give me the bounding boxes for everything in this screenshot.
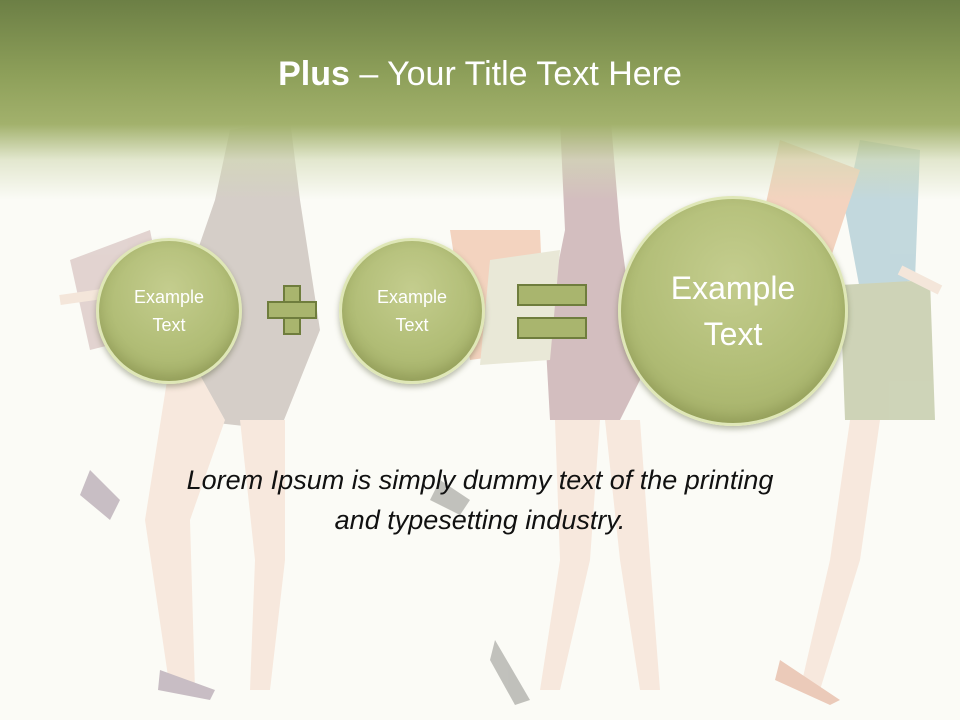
body-text-line-1: Lorem Ipsum is simply dummy text of the … — [186, 465, 774, 495]
body-text[interactable]: Lorem Ipsum is simply dummy text of the … — [100, 460, 860, 540]
title-bold-word: Plus — [278, 55, 350, 93]
slide-title[interactable]: Plus – Your Title Text Here — [0, 52, 960, 96]
plus-icon-center — [285, 303, 299, 317]
example-circle-result[interactable]: Example Text — [618, 196, 848, 426]
circle-1-line-1: Example — [133, 287, 205, 307]
example-circle-1[interactable]: Example Text — [96, 238, 242, 384]
title-rest: – Your Title Text Here — [349, 55, 682, 93]
circle-2-line-2: Text — [395, 315, 429, 335]
equals-icon-bottom-bar — [517, 317, 587, 339]
equals-icon-top-bar — [517, 284, 587, 306]
circle-1-line-2: Text — [152, 315, 186, 335]
circle-3-line-1: Example — [670, 270, 796, 306]
body-text-line-2: and typesetting industry. — [334, 505, 626, 535]
example-circle-2[interactable]: Example Text — [339, 238, 485, 384]
title-band — [0, 0, 960, 200]
circle-2-line-1: Example — [376, 287, 448, 307]
circle-3-line-2: Text — [703, 316, 763, 352]
